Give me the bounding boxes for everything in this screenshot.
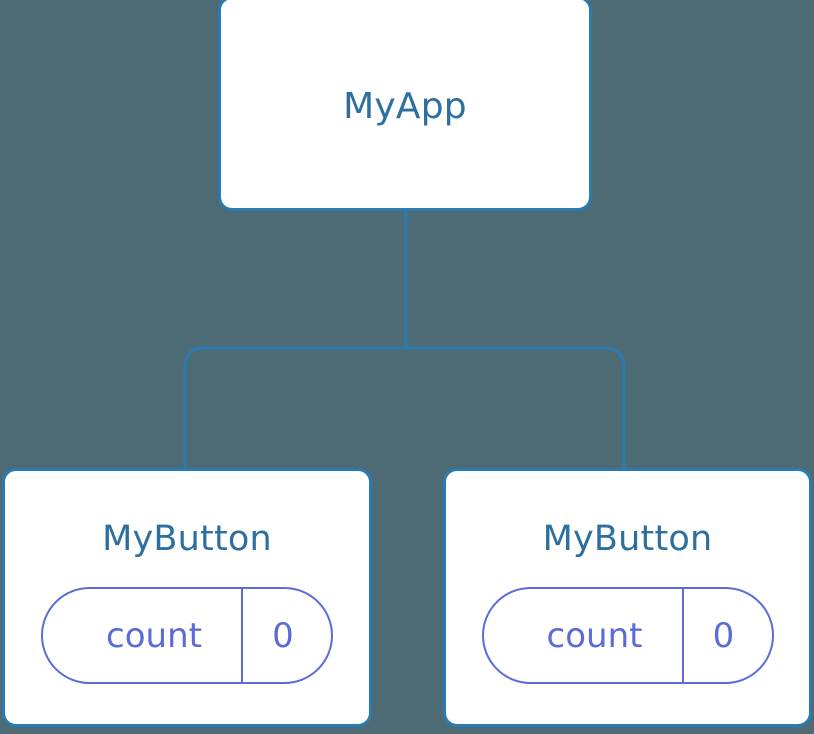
state-pill[interactable]: count 0 — [481, 587, 774, 684]
node-title: MyButton — [542, 519, 713, 559]
edge-root-to-child-right — [406, 346, 626, 470]
state-value: 0 — [241, 589, 331, 682]
edge-root-to-child-left — [183, 346, 406, 470]
state-value: 0 — [681, 589, 772, 682]
node-myapp[interactable]: MyApp — [218, 0, 592, 211]
state-key: count — [546, 615, 643, 656]
node-mybutton-2[interactable]: MyButton count 0 — [443, 468, 812, 727]
node-title: MyButton — [102, 519, 272, 559]
node-mybutton-1[interactable]: MyButton count 0 — [2, 468, 372, 727]
state-pill[interactable]: count 0 — [41, 587, 333, 684]
node-title: MyApp — [343, 86, 467, 127]
state-key: count — [106, 615, 202, 656]
